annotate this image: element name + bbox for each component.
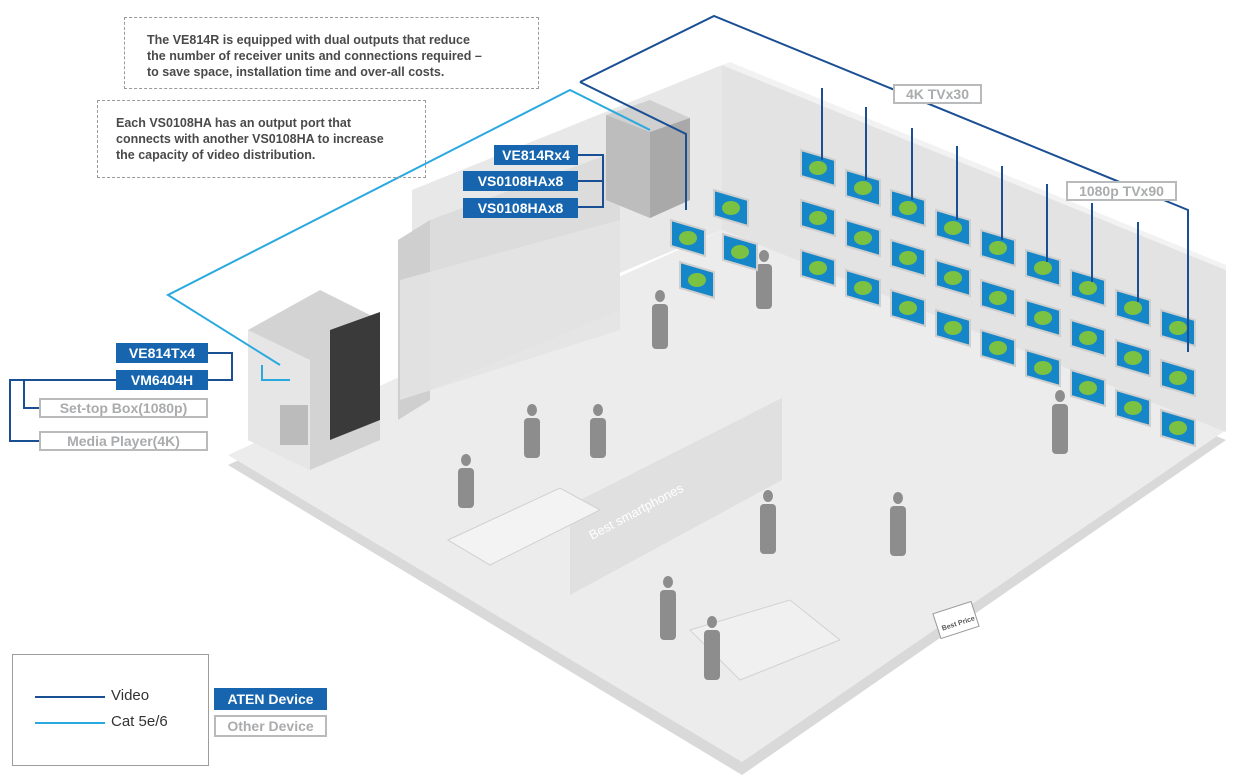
ve814r-callout: The VE814R is equipped with dual outputs… [124,17,539,89]
settop-box-tag[interactable]: Set-top Box(1080p) [39,398,208,418]
tv-screen [1070,368,1106,408]
rack-left-inside [330,312,380,440]
video-trunk [579,14,1189,352]
ve814tx4-tag[interactable]: VE814Tx4 [116,343,208,363]
vs0108ha-callout: Each VS0108HA has an output port that co… [97,100,426,178]
video-link-settop [23,379,116,409]
tv-screen [800,248,836,288]
tv4k-label: 4K TVx30 [893,84,982,104]
tv-screen [722,232,758,272]
tv-screen [800,198,836,238]
tv-screen [800,148,836,188]
legend-other-device: Other Device [214,715,327,737]
tv-screen [679,260,715,300]
rack-right-front [606,115,650,218]
tv-screen [1070,268,1106,308]
legend-cat-line [35,722,105,724]
tv1080-label: 1080p TVx90 [1066,181,1177,201]
tv-screen [890,188,926,228]
tv-screen [980,278,1016,318]
tv-screen [935,308,971,348]
island-table [446,487,602,566]
vs0108ha-tag-2[interactable]: VS0108HAx8 [463,198,578,218]
cat-cable-stub [261,365,290,381]
tv-screen [670,218,706,258]
tv-screen [1115,338,1151,378]
tv-screen [935,258,971,298]
people [458,250,1068,680]
tv-screen [980,228,1016,268]
tv-screen [1160,408,1196,448]
tv-screen [890,288,926,328]
tv-screen [1025,348,1061,388]
rack-left-device [280,405,308,445]
tv-wall [670,148,1196,448]
tv-screen [890,238,926,278]
tv-screen [1025,248,1061,288]
rack-right-side [650,118,690,218]
legend-video-label: Video [111,687,150,704]
legend-cat-label: Cat 5e/6 [111,713,168,730]
phone-display-wall [570,398,782,595]
vs0108ha-callout-text: Each VS0108HA has an output port that co… [116,116,384,162]
media-player-tag[interactable]: Media Player(4K) [39,431,208,451]
vm6404h-tag[interactable]: VM6404H [116,370,208,390]
video-drop-4k [579,81,687,210]
bottom-counter [689,599,841,681]
back-right-wall-top [722,62,1226,270]
tv-screen [845,168,881,208]
video-link-vs [578,180,604,208]
best-price-sign: Best Price [932,600,980,640]
ve814rx4-tag[interactable]: VE814Rx4 [494,145,578,165]
tv-screen [1025,298,1061,338]
legend-aten-device: ATEN Device [214,688,327,710]
tv-screen [1115,288,1151,328]
tv-screen [1160,358,1196,398]
video-link-tx [208,352,233,381]
tv-screen [713,188,749,228]
tv-screen [845,218,881,258]
tv-screen [980,328,1016,368]
tv-screen [1160,308,1196,348]
vs0108ha-tag-1[interactable]: VS0108HAx8 [463,171,578,191]
legend-video-line [35,696,105,698]
tv-screen [935,208,971,248]
tv-screen [1070,318,1106,358]
tv-screen [845,268,881,308]
legend: Video Cat 5e/6 [12,654,209,766]
tv-screen [1115,388,1151,428]
cat-cable [165,88,651,366]
cables [9,14,1189,442]
ve814r-callout-text: The VE814R is equipped with dual outputs… [147,33,482,79]
front-partition [400,220,620,400]
